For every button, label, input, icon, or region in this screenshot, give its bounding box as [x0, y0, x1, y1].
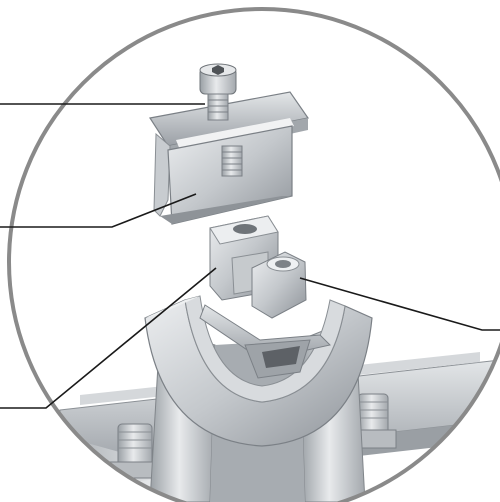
diagram-svg [0, 0, 500, 502]
assembly-view [0, 0, 500, 502]
exploded-assembly-diagram [0, 0, 500, 502]
